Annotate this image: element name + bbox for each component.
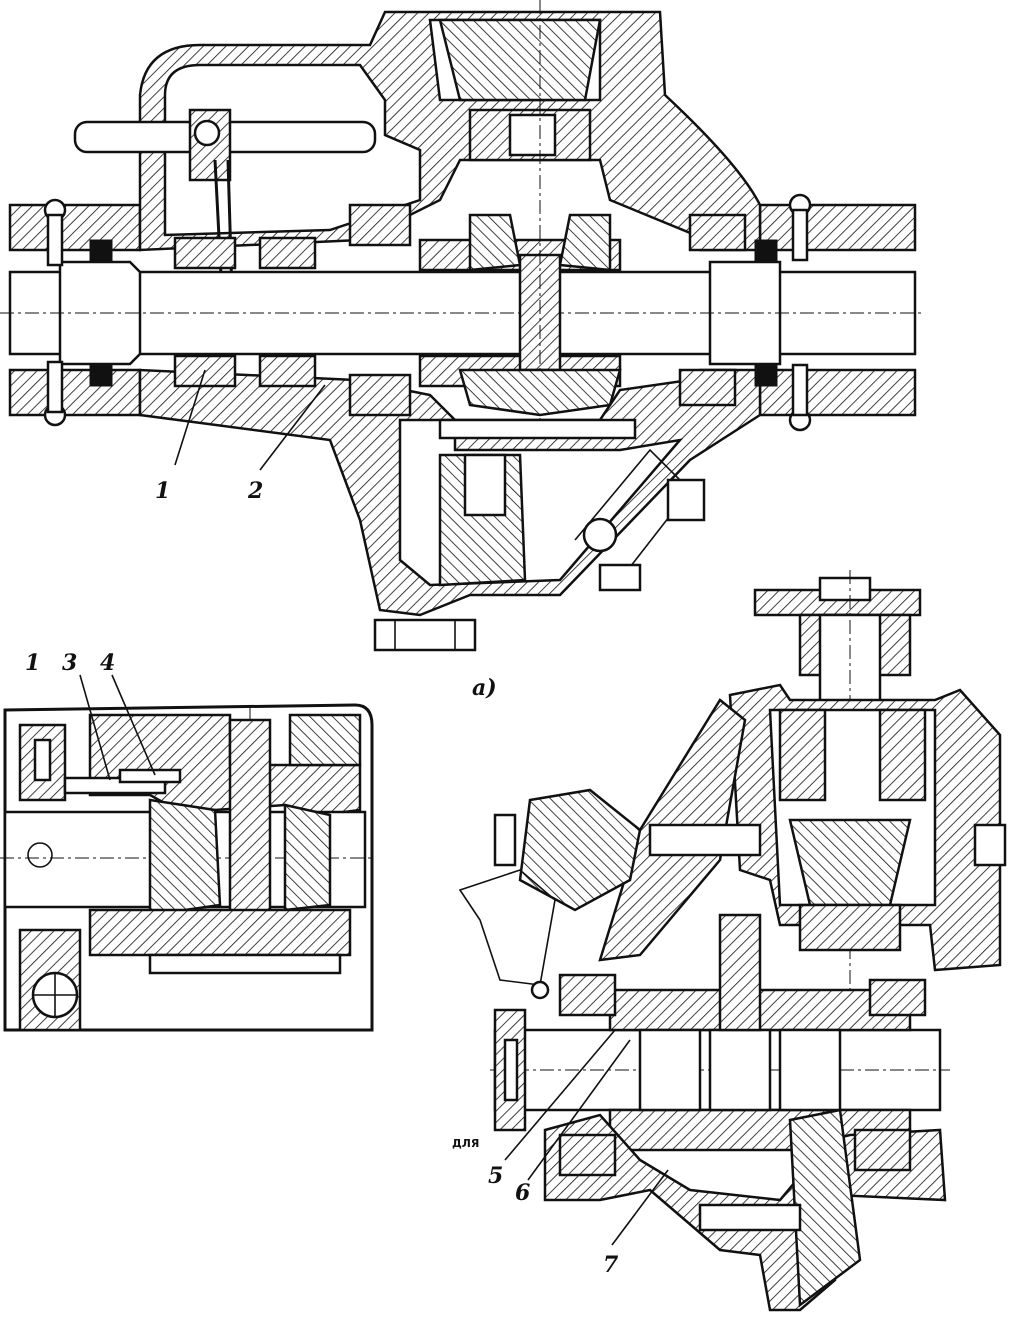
pinion-gear [438, 18, 602, 102]
view-b-side-gear-l [148, 798, 222, 917]
view-c-diag-bolt [648, 823, 762, 857]
view-c-left-seal-inner [503, 1038, 519, 1102]
right-bearing-top [688, 213, 747, 252]
view-b-lower-bolt [148, 953, 342, 975]
clutch-sleeve-1 [173, 236, 237, 270]
view-c-pinion-bearing-top-r [878, 708, 927, 802]
side-bracket-hole [582, 517, 618, 553]
leader-c-7 [611, 1169, 669, 1246]
view-c-actuator-rod [493, 813, 517, 867]
diff-lower-gear [458, 368, 622, 417]
view-c-pinion-bottom [798, 903, 902, 952]
pinion-bearing-roller [508, 113, 557, 157]
view-c-actuator-lever [458, 869, 556, 986]
view-c-bearing-l-top [558, 973, 617, 1017]
left-flange-bottom [8, 368, 142, 417]
leader-b-4 [111, 674, 156, 776]
view-b-spider [228, 718, 272, 932]
view-c-top-nut [818, 576, 872, 602]
callout-c-5: 5 [488, 1163, 503, 1189]
right-seal-top [754, 239, 778, 263]
callout-c-7: 7 [603, 1252, 619, 1278]
callout-b-4: 4 [100, 650, 115, 676]
view-b-side-gear-r [283, 803, 332, 912]
side-nut [598, 563, 642, 592]
leader-1 [174, 369, 206, 466]
callout-a-2: 2 [247, 478, 263, 504]
view-c-actuator [518, 788, 642, 912]
view-b-lower-housing [88, 908, 352, 957]
view-c-pinion-bearing-top [778, 708, 827, 802]
view-b-differential-lock-section: 1 3 4 [0, 650, 374, 1032]
side-bolt [666, 478, 706, 522]
left-bearing-bottom [348, 373, 412, 417]
right-flange-bottom [758, 368, 917, 417]
shift-fork-pin [193, 119, 221, 147]
view-c-diff-spider [718, 913, 762, 1032]
clutch-sleeve-2b [258, 354, 317, 388]
view-b-shift-pin [27, 842, 53, 868]
view-b-border [3, 703, 374, 1032]
left-seal-bottom [89, 363, 113, 387]
cross-bolt [438, 418, 637, 440]
diff-side-gear-top [468, 213, 522, 272]
view-c-side-boss [973, 823, 1007, 867]
left-flange-top [8, 203, 142, 252]
view-c-axle-with-pinion-section: ДЛЯ 5 6 7 [452, 570, 1007, 1312]
view-c-pinion-gear [788, 818, 912, 907]
callout-b-3: 3 [62, 650, 77, 676]
clutch-sleeve-1b [173, 354, 237, 388]
leader-2 [259, 384, 326, 471]
drain-bolt [373, 618, 477, 652]
callout-c-6: 6 [515, 1180, 530, 1206]
leader-c-6 [527, 1039, 631, 1181]
view-a-caption: а) [472, 675, 497, 701]
diff-side-gear-top-r [558, 213, 612, 272]
view-b-clutch-1-slot [33, 738, 52, 782]
ring-gear-face [463, 453, 507, 517]
clutch-sleeve-2 [258, 236, 317, 270]
leader-c-5 [504, 1029, 616, 1161]
view-c-lower-bolt [698, 1203, 802, 1232]
view-c-ring-gear [788, 1108, 862, 1308]
view-b-top-cap [288, 713, 362, 767]
side-bracket [574, 448, 692, 581]
flange-bolts [43, 193, 812, 432]
view-c-actuator-pin [530, 980, 550, 1000]
view-c-bearing-r-top [868, 978, 927, 1017]
view-c-diff-gear-3 [778, 1028, 842, 1112]
view-c-side-note: ДЛЯ [452, 1137, 479, 1150]
view-c-bearing-l-bottom [558, 1133, 617, 1177]
view-c-bearing-r-bottom [853, 1128, 912, 1172]
view-c-diff-gear-2 [708, 1028, 772, 1112]
right-seal-bottom [754, 363, 778, 387]
right-flange-top [758, 203, 917, 252]
callout-b-1: 1 [25, 650, 40, 676]
left-seal-top [89, 239, 113, 263]
view-a-drive-axle-section: 1 2 а) [0, 0, 925, 701]
right-bearing-bottom [678, 368, 737, 407]
callout-a-1: 1 [155, 478, 170, 504]
view-c-diff-gear-1 [638, 1028, 702, 1112]
left-bearing-top [348, 203, 412, 247]
view-b-pin-4 [118, 768, 182, 784]
leader-b-3 [79, 674, 111, 781]
